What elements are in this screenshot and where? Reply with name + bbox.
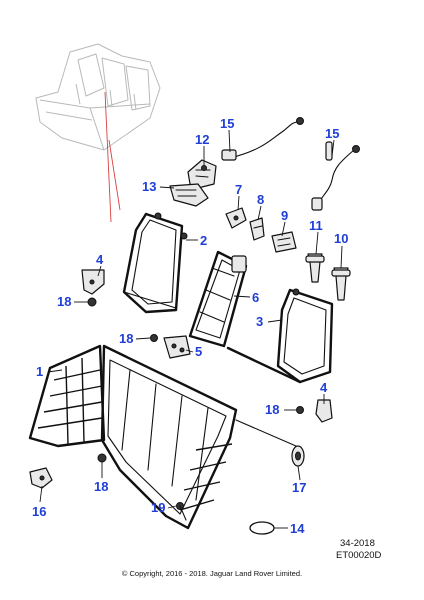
callout-19: 19 — [151, 500, 165, 515]
bolt-18-c — [296, 406, 304, 414]
callout-6: 6 — [252, 290, 259, 305]
locator-line-2 — [108, 139, 121, 211]
section-reference: 34-2018 — [340, 538, 375, 549]
callout-16: 16 — [32, 504, 46, 519]
bolt-18-d — [97, 453, 107, 463]
grommet-17 — [291, 445, 305, 467]
callout-13: 13 — [142, 179, 156, 194]
backrest-frame-3 — [226, 288, 334, 384]
callout-9: 9 — [281, 208, 288, 223]
callout-17: 17 — [292, 480, 306, 495]
callout-2: 2 — [200, 233, 207, 248]
callout-18-b: 18 — [119, 331, 133, 346]
callout-4-left: 4 — [96, 252, 104, 267]
backrest-frame-2 — [122, 212, 188, 314]
callout-8: 8 — [257, 192, 264, 207]
bolt-18-a — [87, 297, 97, 307]
callout-18-a: 18 — [57, 294, 71, 309]
bracket-4-left — [81, 269, 105, 295]
callout-10: 10 — [334, 231, 348, 246]
release-button — [169, 183, 209, 207]
leader-lines — [39, 129, 343, 529]
backrest-frame-6 — [188, 250, 248, 348]
seat-locator-thumbnail — [35, 43, 161, 151]
bracket-4-right — [315, 399, 333, 423]
callout-1: 1 — [36, 364, 43, 379]
bezel — [225, 207, 247, 229]
illustration-code: ET00020D — [336, 550, 382, 561]
headrest-guide-11 — [305, 253, 325, 283]
callout-15-left: 15 — [220, 116, 234, 131]
callout-3: 3 — [256, 314, 263, 329]
clip — [249, 217, 265, 241]
release-cable-left — [221, 117, 304, 161]
cap-14 — [249, 521, 275, 535]
screw-19 — [176, 502, 187, 521]
callout-12: 12 — [195, 132, 209, 147]
locator-line — [104, 91, 112, 223]
release-handle — [187, 159, 217, 189]
callout-15-right: 15 — [325, 126, 339, 141]
callouts: 1 2 3 4 4 5 6 7 8 9 10 11 12 13 14 15 15… — [32, 116, 348, 536]
bolt-18-b — [150, 334, 158, 342]
callout-18-d: 18 — [94, 479, 108, 494]
bracket-5 — [163, 335, 191, 359]
release-cable-right — [311, 141, 360, 211]
headrest-guide-10 — [331, 267, 351, 301]
copyright-notice: © Copyright, 2016 - 2018. Jaguar Land Ro… — [122, 569, 302, 578]
guide-cover — [271, 231, 297, 253]
anchor-16 — [29, 467, 53, 489]
callout-4-right: 4 — [320, 380, 328, 395]
cushion-frame — [100, 344, 297, 530]
callout-11: 11 — [309, 218, 323, 233]
callout-18-c: 18 — [265, 402, 279, 417]
mesh-panel — [28, 344, 106, 448]
callout-14: 14 — [290, 521, 305, 536]
callout-5: 5 — [195, 344, 202, 359]
callout-7: 7 — [235, 182, 242, 197]
